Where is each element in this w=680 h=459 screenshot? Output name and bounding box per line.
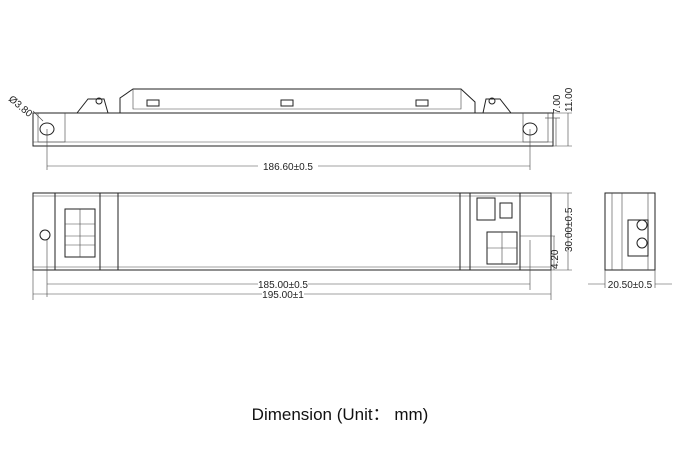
offset-dimension: 4.20 (550, 249, 561, 269)
hole-diameter-dimension: Ø3.80 (6, 94, 34, 120)
caption: Dimension (Unit： mm) (251, 405, 429, 424)
top-view: 186.60±0.5 Ø3.80 7.00 11.00 (6, 87, 575, 173)
side-housing (604, 192, 656, 271)
housing (32, 192, 552, 271)
signal-connector (499, 202, 513, 219)
mounting-ear-left (76, 98, 109, 114)
indicator-circle (39, 229, 51, 241)
slot (280, 99, 294, 107)
top-cover (119, 88, 476, 113)
dim-connector (476, 197, 496, 221)
width-dimension: 30.00±0.5 (564, 207, 575, 252)
slot (415, 99, 429, 107)
mounting-ear-right (482, 98, 512, 114)
slot (146, 99, 160, 107)
hole-spacing-dimension: 186.60±0.5 (263, 162, 313, 173)
side-height-dimension: 20.50±0.5 (608, 280, 653, 291)
height-total-dimension: 11.00 (564, 87, 575, 112)
side-view: 20.50±0.5 (588, 192, 672, 291)
length-inner-dimension: 185.00±0.5 (258, 280, 308, 291)
base-plate (32, 112, 554, 147)
length-total-dimension: 195.00±1 (262, 290, 304, 301)
front-view: 185.00±0.5 195.00±1 30.00±0.5 4.20 (32, 192, 575, 301)
height-inner-dimension: 7.00 (552, 94, 563, 114)
